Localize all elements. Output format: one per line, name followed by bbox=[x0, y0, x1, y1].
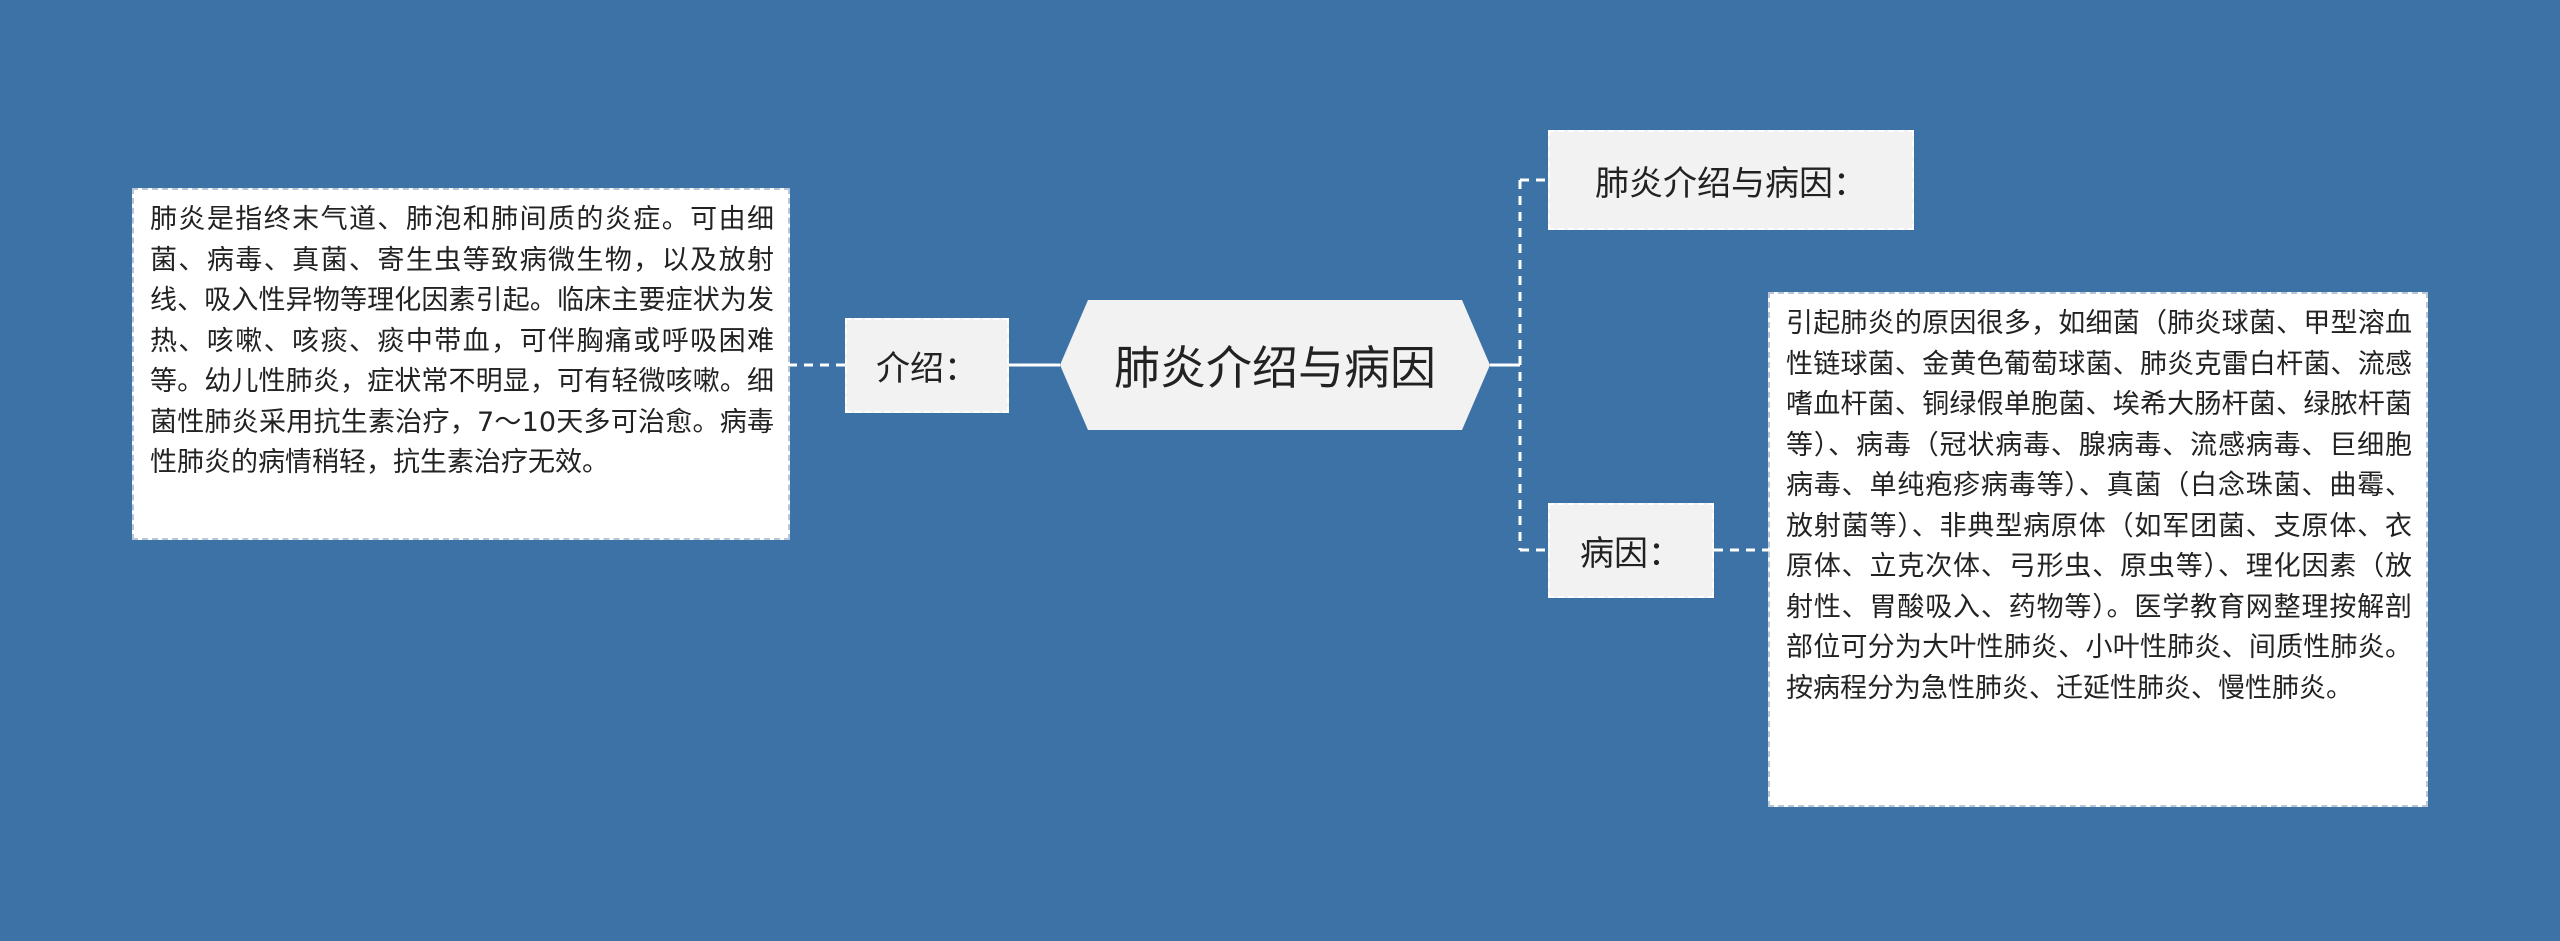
intro-text: 肺炎是指终末气道、肺泡和肺间质的炎症。可由细菌、病毒、真菌、寄生虫等致病微生物，… bbox=[150, 204, 774, 478]
intro-text-node[interactable]: 肺炎是指终末气道、肺泡和肺间质的炎症。可由细菌、病毒、真菌、寄生虫等致病微生物，… bbox=[132, 188, 790, 540]
central-topic-label: 肺炎介绍与病因 bbox=[1114, 341, 1436, 395]
cause-label-node[interactable]: 病因： bbox=[1548, 503, 1714, 598]
cause-text-node[interactable]: 引起肺炎的原因很多，如细菌（肺炎球菌、甲型溶血性链球菌、金黄色葡萄球菌、肺炎克雷… bbox=[1768, 292, 2428, 807]
cause-text: 引起肺炎的原因很多，如细菌（肺炎球菌、甲型溶血性链球菌、金黄色葡萄球菌、肺炎克雷… bbox=[1786, 308, 2412, 704]
title-label: 肺炎介绍与病因： bbox=[1595, 163, 1867, 204]
intro-label: 介绍： bbox=[876, 349, 978, 389]
title-label-node[interactable]: 肺炎介绍与病因： bbox=[1548, 130, 1914, 230]
cause-label: 病因： bbox=[1580, 534, 1682, 574]
intro-label-node[interactable]: 介绍： bbox=[845, 318, 1009, 413]
central-topic-node[interactable]: 肺炎介绍与病因 bbox=[1060, 300, 1490, 430]
